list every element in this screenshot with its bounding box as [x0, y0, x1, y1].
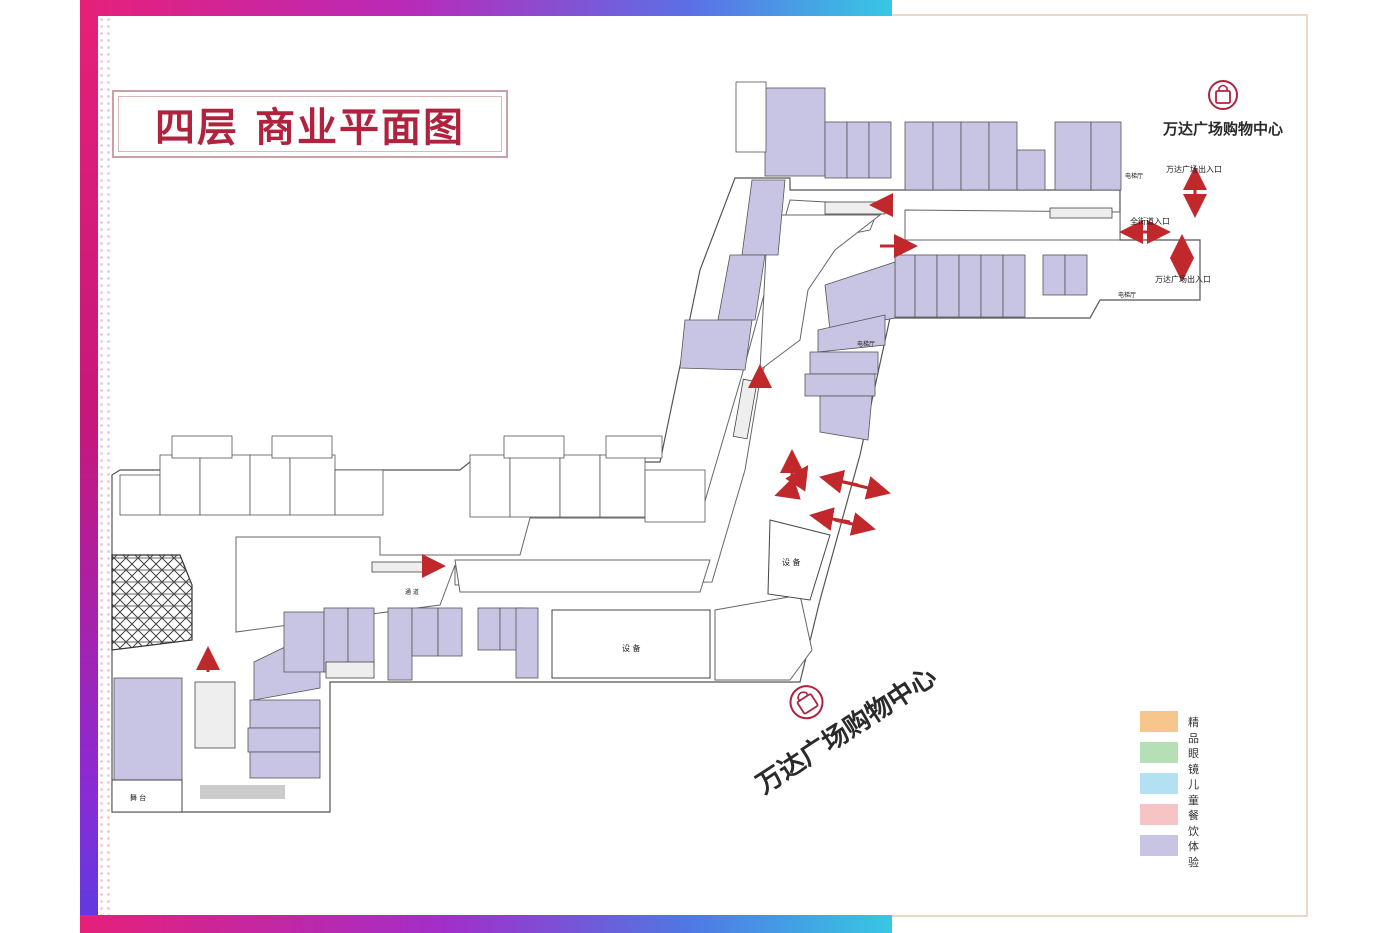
label-elevator-hall-3: 电梯厅 — [857, 340, 875, 348]
atrium-skylight — [111, 554, 193, 651]
page-title: 四层 商业平面图 — [155, 105, 465, 151]
legend-label-experience: 体验 — [1188, 840, 1199, 869]
corridor-lower — [714, 594, 813, 681]
frame-right-thin — [1306, 16, 1308, 915]
units-left-row — [119, 81, 767, 523]
frame-dot-pattern — [98, 16, 114, 915]
label-equipment-2: 设 备 — [622, 643, 641, 653]
legend-swatch-experience — [1140, 835, 1178, 856]
brand-top-right: 万达广场购物中心 — [1148, 78, 1298, 139]
label-corridor: 通 道 — [405, 588, 419, 596]
page-title-box-inner — [118, 96, 502, 152]
units-diagonal-wing — [679, 179, 786, 371]
legend-swatch-eyewear — [1140, 742, 1178, 763]
shopping-bag-icon — [1208, 80, 1238, 110]
label-exit-entrance-top: 万达广场出入口 — [1166, 164, 1222, 174]
brand-bottom: 万达广场购物中心 — [748, 645, 961, 801]
escalators — [194, 201, 1113, 749]
brand-name-top: 万达广场购物中心 — [1162, 120, 1283, 138]
units-top-block — [764, 87, 1122, 191]
waterfall-strip — [200, 785, 285, 799]
stage-block — [111, 779, 183, 813]
corridor-middle — [454, 559, 711, 593]
label-stage: 舞 台 — [130, 793, 146, 802]
label-elevator-hall-2: 电梯厅 — [1118, 291, 1136, 299]
frame-left-border — [80, 0, 98, 933]
frame-top-thin — [892, 14, 1308, 16]
page-title-box: 四层 商业平面图 — [112, 90, 508, 158]
frame-bottom-thin — [892, 915, 1308, 917]
legend-label-boutique: 精品 — [1188, 716, 1199, 745]
legend-label-dining: 餐饮 — [1188, 809, 1199, 838]
legend-label-eyewear: 眼镜 — [1188, 747, 1199, 776]
label-skyway-entrance: 全街道入口 — [1130, 216, 1170, 226]
units-middle-block — [804, 254, 1088, 441]
label-exit-entrance-bottom: 万达广场出入口 — [1155, 274, 1211, 284]
equipment-block-2 — [551, 609, 711, 679]
frame-top-border — [80, 0, 892, 16]
label-elevator-hall-1: 电梯厅 — [1125, 172, 1143, 180]
legend-swatch-dining — [1140, 804, 1178, 825]
frame-bottom-border — [80, 915, 892, 933]
legend-swatch-boutique — [1140, 711, 1178, 732]
direction-arrow-icon — [196, 166, 1207, 672]
legend-swatch-children — [1140, 773, 1178, 794]
label-equipment-1: 设 备 — [782, 557, 801, 567]
shopping-bag-icon — [789, 685, 824, 720]
legend-label-children: 儿童 — [1188, 778, 1199, 807]
